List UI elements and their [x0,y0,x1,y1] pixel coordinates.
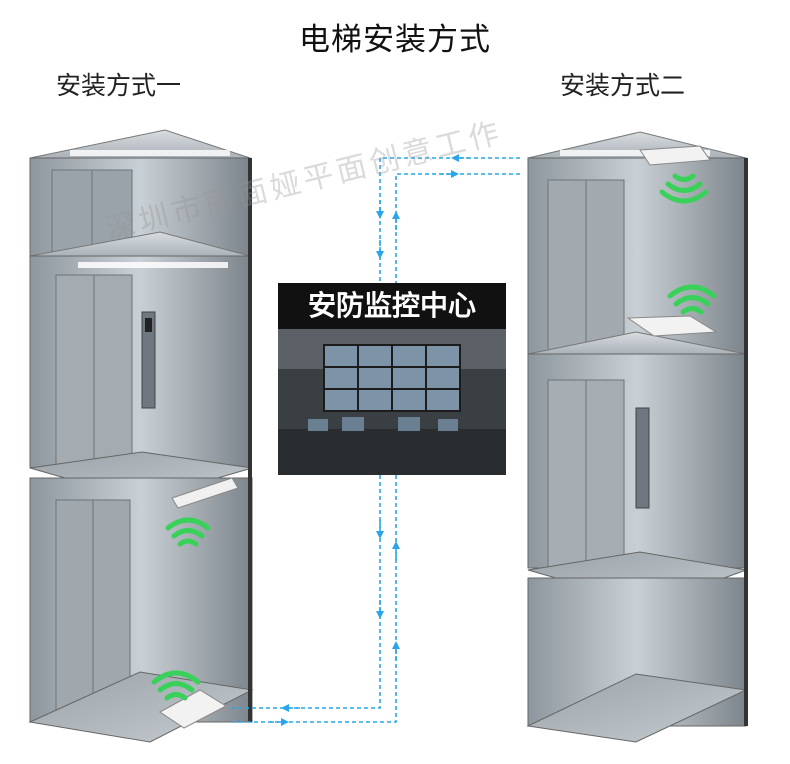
security-monitoring-center: 安防监控中心 [278,283,506,475]
center-title: 安防监控中心 [278,283,506,329]
elevator-right [528,132,746,742]
monitor-wall-image [278,329,506,475]
